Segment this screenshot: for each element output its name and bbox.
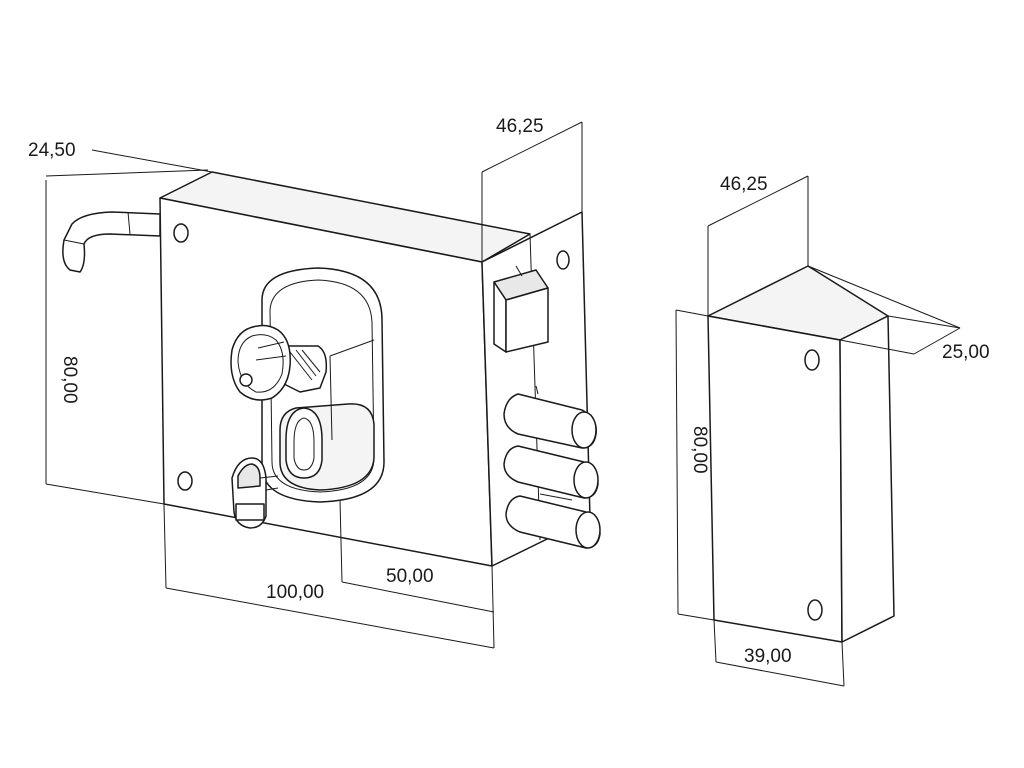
deadbolt-pin xyxy=(503,393,597,449)
dim-label-keeper-height: 80,00 xyxy=(689,426,710,474)
keeper-box xyxy=(707,265,895,643)
key xyxy=(230,324,328,401)
mounting-hole-icon xyxy=(173,223,189,243)
dim-label-keeper-width: 39,00 xyxy=(744,646,792,667)
thumb-turn-knob xyxy=(231,457,279,529)
dim-label-lock-depth-left: 24,50 xyxy=(28,140,76,161)
keeper-dimensions: 46,25 25,00 80,00 39,00 xyxy=(675,174,990,687)
mounting-hole-icon xyxy=(177,471,193,491)
dim-label-lock-backset: 50,00 xyxy=(386,566,434,587)
latch-bolt xyxy=(493,265,549,353)
mounting-hole-icon xyxy=(556,250,570,270)
keeper-front-face xyxy=(707,315,843,643)
dim-label-lock-depth-top: 46,25 xyxy=(496,116,544,137)
keeper-hole-icon xyxy=(807,599,823,621)
lock-dimensions: 24,50 46,25 80,00 100,00 50,00 xyxy=(28,116,583,649)
dim-label-lock-width: 100,00 xyxy=(266,582,324,603)
key-bow-icon xyxy=(230,324,291,401)
dim-label-keeper-depth-top: 46,25 xyxy=(720,174,768,195)
keeper-hole-icon xyxy=(804,349,820,371)
keeper-side-face xyxy=(839,315,895,643)
dim-label-lock-height: 80,00 xyxy=(59,356,80,404)
deadbolt-pin xyxy=(503,445,599,499)
cylinder-escutcheon xyxy=(261,267,385,503)
deadbolt-pins xyxy=(503,385,601,549)
deadbolt-pin xyxy=(505,495,601,549)
hook-handle xyxy=(62,211,161,273)
dim-label-keeper-depth-side: 25,00 xyxy=(942,342,990,363)
